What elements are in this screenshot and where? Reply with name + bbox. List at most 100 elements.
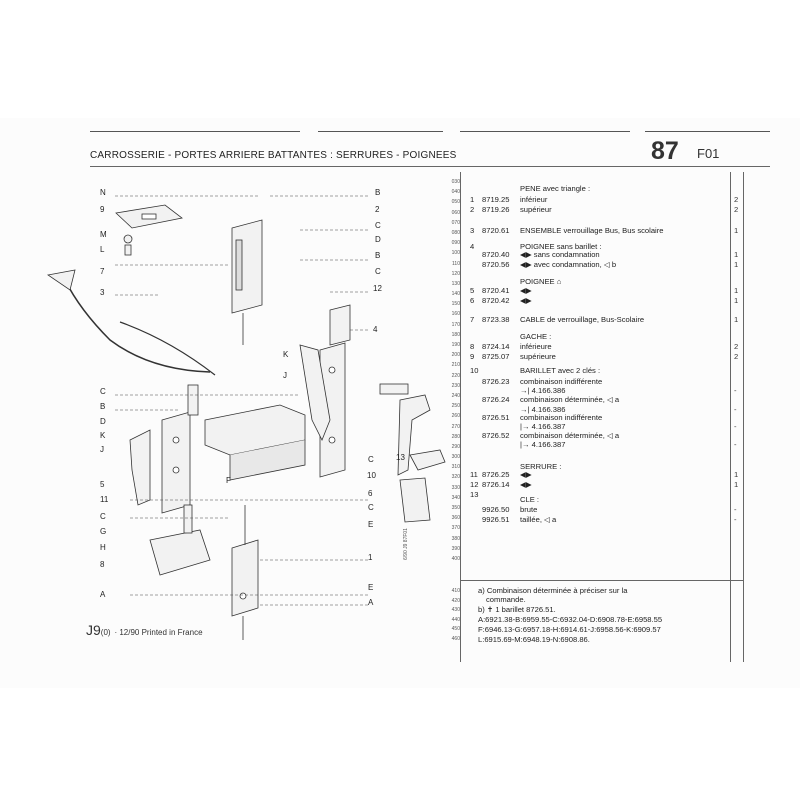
callout-label: C (368, 503, 374, 512)
part-reference: 8719.25 (482, 195, 510, 204)
line-number: 440 (451, 616, 460, 623)
part-description: ENSEMBLE verrouillage Bus, Bus scolaire (520, 226, 664, 235)
line-number: 330 (451, 484, 460, 491)
part-quantity: 2 (734, 342, 739, 351)
part-reference: 9926.51 (482, 515, 510, 524)
item-number: 11 (470, 470, 478, 479)
header-rule (645, 131, 770, 132)
part-description: ◀▶ (520, 480, 532, 489)
line-number: 050 (451, 199, 460, 206)
part-reference: 8726.14 (482, 480, 510, 489)
item-number: 8 (470, 342, 475, 351)
callout-label: D (375, 235, 381, 244)
footer-suffix: (0) (100, 628, 111, 637)
callout-label: B (100, 402, 106, 411)
item-number: 13 (470, 490, 479, 499)
callout-label: 8 (100, 560, 105, 569)
part-description: CABLE de verrouillage, Bus-Scolaire (520, 315, 645, 324)
part-reference: 9926.50 (482, 505, 510, 514)
line-number: 280 (451, 433, 460, 440)
line-number: 070 (451, 219, 460, 226)
item-number: 4 (470, 242, 475, 251)
sheet-code: F01 (697, 146, 720, 161)
item-number: 9 (470, 352, 475, 361)
line-number: 060 (451, 209, 460, 216)
line-number: 040 (451, 189, 460, 196)
callout-label: G (100, 527, 107, 536)
table-left-border (460, 172, 461, 662)
serrure-left-part (161, 411, 191, 514)
header-rule (90, 131, 300, 132)
part-quantity: - (734, 405, 737, 414)
part-description: supérieur (520, 205, 552, 214)
pene-inferieur-part (231, 539, 259, 617)
poignee-right-part (299, 344, 331, 441)
line-number: 240 (451, 392, 460, 399)
part-quantity: 1 (734, 286, 739, 295)
line-number: 120 (451, 270, 460, 277)
part-quantity: 2 (734, 205, 739, 214)
part-quantity: 1 (734, 296, 739, 305)
part-reference: 8726.25 (482, 470, 510, 479)
item-number: 2 (470, 205, 475, 214)
part-description: PENE avec triangle : (520, 184, 591, 193)
part-description: ◀▶ avec condamnation, ◁ b (520, 260, 617, 269)
line-number: 030 (451, 179, 460, 185)
line-number: 450 (451, 626, 460, 632)
note-line: F:6946.13-G:6957.18-H:6914.61-J:6958.56-… (478, 625, 661, 634)
screw-part (123, 234, 133, 244)
part-description: supérieure (520, 352, 556, 361)
note-line: A:6921.38-B:6959.55-C:6932.04-D:6908.78-… (478, 615, 663, 624)
part-description: POIGNEE ⌂ (520, 277, 562, 286)
callout-label: 3 (100, 288, 105, 297)
group-number: 87 (651, 137, 679, 165)
line-number: 230 (451, 382, 460, 389)
part-quantity: 2 (734, 352, 739, 361)
cable-handle-part (46, 269, 76, 291)
pene-12-part (329, 304, 351, 346)
line-number: 290 (451, 443, 460, 450)
line-number: 380 (451, 535, 460, 542)
part-quantity: 1 (734, 470, 739, 479)
callout-label: H (100, 543, 106, 552)
part-description: brute (520, 505, 538, 514)
table-separator (460, 580, 744, 581)
line-number: 210 (451, 362, 460, 369)
item-number: 6 (470, 296, 475, 305)
part-description: →| 4.166.386 (520, 405, 566, 414)
part-description: |→ 4.166.387 (520, 440, 566, 449)
part-description: SERRURE : (520, 462, 562, 471)
part-quantity: - (734, 386, 737, 395)
part-quantity: 2 (734, 195, 739, 204)
line-number: 140 (451, 291, 460, 298)
line-number: 320 (451, 474, 460, 481)
callout-label: 11 (100, 495, 109, 504)
part-description: combinaison déterminée, ◁ a (520, 395, 620, 404)
part-description: ◀▶ (520, 296, 532, 305)
callout-label: B (375, 188, 381, 197)
header-rule (318, 131, 443, 132)
part-reference: 8725.07 (482, 352, 510, 361)
callout-label: N (100, 188, 106, 197)
line-number: 300 (451, 454, 460, 461)
line-number: 170 (451, 321, 460, 328)
callout-label: D (100, 417, 106, 426)
line-number: 410 (451, 588, 460, 594)
part-reference: 8720.40 (482, 250, 510, 259)
part-quantity: 1 (734, 226, 739, 235)
note-line: commande. (486, 595, 526, 604)
callout-label: J (283, 371, 287, 380)
part-quantity: - (734, 505, 737, 514)
callout-label: C (368, 455, 374, 464)
part-description: taillée, ◁ a (520, 515, 557, 524)
callout-label: F (226, 476, 231, 485)
part-quantity: - (734, 515, 737, 524)
title-underline (90, 166, 770, 167)
line-number: 100 (451, 250, 460, 257)
item-number: 1 (470, 195, 475, 204)
header-rule (460, 131, 630, 132)
part-reference: 8723.38 (482, 315, 510, 324)
table-qty-border (730, 172, 731, 662)
